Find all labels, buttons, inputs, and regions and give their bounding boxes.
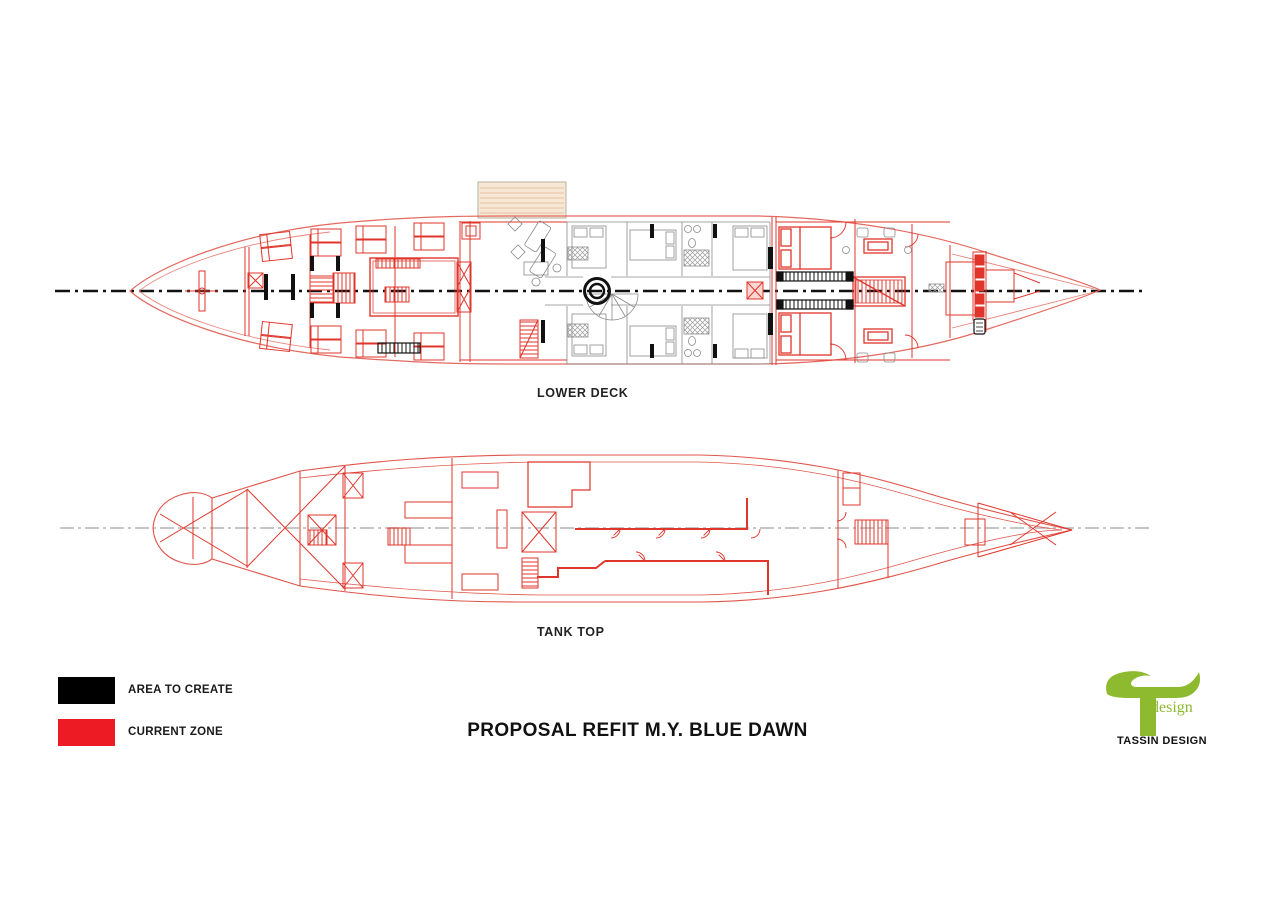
deckhouse-overhang xyxy=(477,181,567,219)
logo-t-stem xyxy=(1140,696,1156,736)
lower-deck-label: LOWER DECK xyxy=(537,386,629,400)
lower-deck-hull xyxy=(129,215,1102,365)
stern-compartment xyxy=(945,251,1041,321)
logo-company-name: TASSIN DESIGN xyxy=(1117,735,1207,747)
logo-design-text: design xyxy=(1151,699,1193,716)
crew-bunks xyxy=(259,222,445,361)
legend-item-area-to-create: AREA TO CREATE xyxy=(58,676,233,704)
lower-deck-radiators xyxy=(377,271,986,354)
tank-top-plan xyxy=(60,454,1150,603)
legend-swatch-black xyxy=(58,676,115,704)
mast-ring xyxy=(583,277,611,305)
legend-item-current-zone: CURRENT ZONE xyxy=(58,718,223,746)
tassin-design-logo-mark: design xyxy=(1106,671,1201,736)
lower-deck-existing xyxy=(507,216,945,365)
sheet-title: PROPOSAL REFIT M.Y. BLUE DAWN xyxy=(467,720,808,741)
lower-deck-plan xyxy=(55,181,1145,365)
logo-t-bar xyxy=(1106,671,1201,698)
legend-label: AREA TO CREATE xyxy=(128,684,233,696)
legend-label: CURRENT ZONE xyxy=(128,726,223,738)
lower-deck-area-to-create xyxy=(264,224,773,358)
tank-top-structure xyxy=(159,458,1073,599)
lower-deck-current-zone xyxy=(185,217,1041,365)
vip-cabins xyxy=(778,221,919,361)
tank-top-label: TANK TOP xyxy=(537,625,605,639)
engine-casing xyxy=(369,257,459,317)
legend-swatch-red xyxy=(58,718,115,746)
